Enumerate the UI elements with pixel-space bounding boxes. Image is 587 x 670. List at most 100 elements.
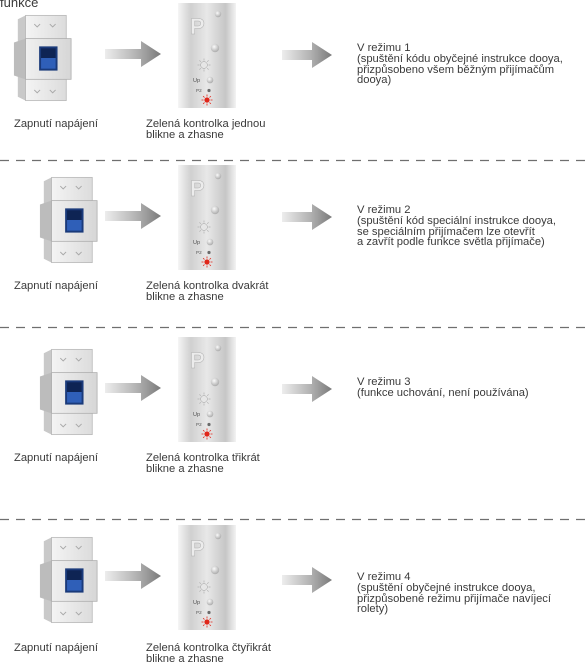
- section-heading-partial: funkce: [0, 0, 39, 10]
- receiver-knob: [214, 10, 222, 18]
- receiver-knob: [214, 172, 222, 180]
- mode-row-3: P Up P2 V režimu 3 (funkce uchování, nen…: [0, 337, 587, 487]
- light-sensor-icon: [197, 392, 211, 406]
- mode-row-1: P Up P2 V režimu 1 (spuštění kódu obyčej…: [0, 3, 587, 153]
- toggle-switch: [39, 46, 58, 71]
- receiver-p-mark: P: [190, 348, 205, 373]
- power-module-illustration: [39, 536, 98, 624]
- arrow-right-icon: [105, 41, 161, 67]
- mode-description-line: rolety): [357, 603, 389, 616]
- receiver-p-mark: P: [190, 176, 205, 201]
- receiver-p-button: [210, 565, 220, 575]
- power-caption: Zapnutí napájení: [14, 118, 98, 130]
- p2-label: P2: [196, 610, 202, 615]
- p2-label: P2: [196, 422, 202, 427]
- module-middle-side: [39, 200, 52, 242]
- light-sensor-icon: [197, 580, 211, 594]
- light-sensor-icon: [197, 220, 211, 234]
- toggle-switch: [65, 568, 84, 593]
- led-caption: Zelená kontrolka čtyřikrát blikne a zhas…: [146, 643, 271, 665]
- status-led-icon: [201, 616, 213, 628]
- terminal-screw-marks: [59, 545, 82, 616]
- terminal-screw-marks: [59, 185, 82, 256]
- up-button: [206, 410, 214, 418]
- mode-description: V režimu 1 (spuštění kódu obyčejné instr…: [357, 43, 585, 86]
- mode-description: V režimu 4 (spuštění obyčejné instrukce …: [357, 572, 585, 615]
- toggle-switch: [65, 380, 84, 405]
- up-label: Up: [193, 78, 200, 84]
- up-label: Up: [193, 600, 200, 606]
- mode-title: V režimu 3: [357, 376, 411, 388]
- arrow-right-icon: [105, 203, 161, 229]
- power-caption: Zapnutí napájení: [14, 452, 98, 464]
- mode-title: V režimu 1: [357, 42, 411, 54]
- receiver-panel-illustration: P Up P2: [178, 3, 236, 108]
- up-button: [206, 238, 214, 246]
- dashed-divider: [0, 326, 587, 329]
- led-caption-line: blikne a zhasne: [146, 128, 224, 141]
- led-caption-line: blikne a zhasne: [146, 462, 224, 475]
- receiver-p-button: [210, 377, 220, 387]
- arrow-right-icon: [105, 375, 161, 401]
- receiver-knob: [214, 532, 222, 540]
- receiver-p-mark: P: [190, 14, 205, 39]
- power-module-illustration: [39, 176, 98, 264]
- up-button: [206, 598, 214, 606]
- p2-indicator: [207, 250, 211, 255]
- arrow-right-icon: [105, 563, 161, 589]
- mode-description-line: (spuštění kódu obyčejné instrukce dooya,: [357, 52, 563, 65]
- arrow-right-icon: [282, 204, 332, 230]
- receiver-housing: [178, 165, 236, 270]
- status-led-icon: [201, 256, 213, 268]
- led-caption: Zelená kontrolka jednou blikne a zhasne: [146, 119, 265, 141]
- power-module-illustration: [39, 348, 98, 436]
- mode-description-line: (funkce uchování, není používána): [357, 386, 529, 399]
- mode-description-line: a zavřít podle funkce světla přijímače): [357, 236, 545, 249]
- led-caption-line: Zelená kontrolka dvakrát: [146, 280, 269, 292]
- arrow-right-icon: [282, 42, 332, 68]
- arrow-right-icon: [282, 376, 332, 402]
- receiver-panel-illustration: P Up P2: [178, 525, 236, 630]
- mode-description-line: se speciálním přijímačem lze otevřít: [357, 225, 535, 238]
- power-caption: Zapnutí napájení: [14, 642, 98, 654]
- module-middle-side: [39, 560, 52, 602]
- mode-title: V režimu 2: [357, 204, 411, 216]
- up-label: Up: [193, 412, 200, 418]
- receiver-housing: [178, 3, 236, 108]
- mode-description-line: přizpůsobené režimu přijímače navíjecí: [357, 592, 552, 605]
- receiver-panel-illustration: P Up P2: [178, 337, 236, 442]
- light-sensor-icon: [197, 58, 211, 72]
- mode-description-line: (spuštění obyčejné instrukce dooya,: [357, 581, 536, 594]
- receiver-housing: [178, 525, 236, 630]
- status-led-icon: [201, 94, 213, 106]
- module-middle-side: [13, 38, 26, 80]
- status-led-icon: [201, 428, 213, 440]
- toggle-switch: [65, 208, 84, 233]
- dashed-divider: [0, 159, 587, 162]
- power-module-illustration: [13, 14, 72, 102]
- led-caption-line: Zelená kontrolka třikrát: [146, 452, 260, 464]
- p2-label: P2: [196, 250, 202, 255]
- mode-title: V režimu 4: [357, 571, 411, 583]
- up-label: Up: [193, 240, 200, 246]
- power-caption: Zapnutí napájení: [14, 280, 98, 292]
- led-caption-line: blikne a zhasne: [146, 290, 224, 303]
- terminal-screw-marks: [33, 23, 56, 94]
- mode-description-line: přizpůsobeno všem běžným přijímačům: [357, 63, 555, 76]
- p2-indicator: [207, 88, 211, 93]
- mode-row-4: P Up P2 V režimu 4 (spuštění obyčejné in…: [0, 525, 587, 670]
- mode-description-line: (spuštění kód speciální instrukce dooya,: [357, 214, 556, 227]
- p2-indicator: [207, 422, 211, 427]
- led-caption-line: Zelená kontrolka čtyřikrát: [146, 642, 271, 654]
- arrow-right-icon: [282, 567, 332, 593]
- module-middle-side: [39, 372, 52, 414]
- dashed-divider: [0, 518, 587, 521]
- mode-description-line: dooya): [357, 74, 392, 87]
- receiver-p-button: [210, 43, 220, 53]
- mode-description: V režimu 3 (funkce uchování, není použív…: [357, 377, 585, 399]
- receiver-housing: [178, 337, 236, 442]
- terminal-screw-marks: [59, 357, 82, 428]
- receiver-panel-illustration: P Up P2: [178, 165, 236, 270]
- up-button: [206, 76, 214, 84]
